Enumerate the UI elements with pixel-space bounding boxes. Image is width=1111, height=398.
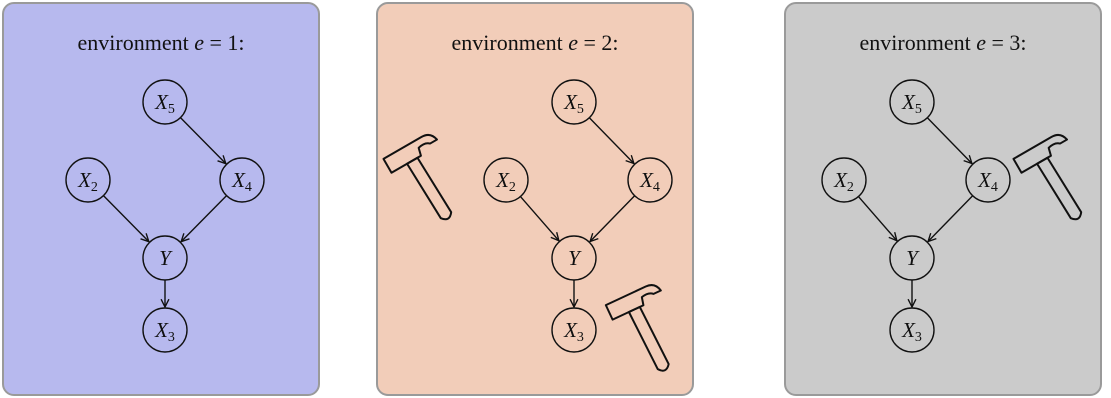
node-label-X2: X2 [496,168,516,195]
node-X2 [821,157,867,203]
node-label-X3: X3 [155,318,175,345]
node-label-X2: X2 [78,168,98,195]
node-label-Y: Y [906,246,918,270]
panel-title: environment e = 3: [859,30,1027,55]
edge-X4-Y [590,195,636,242]
node-label-X4: X4 [640,168,660,195]
node-label-Y: Y [159,246,171,270]
node-label-Y: Y [568,246,580,270]
edge-X2-Y [519,196,558,241]
edge-X2-Y [102,195,148,242]
panel-title: environment e = 1: [77,30,245,55]
edge-X5-X4 [588,117,634,164]
node-label-X2: X2 [834,168,854,195]
node-X5 [889,79,935,125]
hammer-icon [1012,133,1083,221]
causal-graph [821,79,1083,353]
node-X5 [142,79,188,125]
node-X4 [627,157,673,203]
node-X2 [65,157,111,203]
causal-graph [382,79,673,372]
hammer-icon [604,284,670,372]
node-label-X4: X4 [978,168,998,195]
node-label-X3: X3 [564,318,584,345]
hammer-icon [382,133,453,221]
node-Y [142,235,188,281]
node-X3 [142,307,188,353]
edge-X5-X4 [926,117,972,164]
node-Y [889,235,935,281]
node-label-X5: X5 [155,90,175,117]
node-X3 [889,307,935,353]
node-label-X3: X3 [902,318,922,345]
node-X2 [483,157,529,203]
edge-X5-X4 [179,117,225,164]
causal-graph [65,79,265,353]
node-X4 [965,157,1011,203]
edge-X2-Y [857,196,896,241]
node-label-X4: X4 [232,168,252,195]
node-X5 [551,79,597,125]
node-label-X5: X5 [902,90,922,117]
node-X4 [219,157,265,203]
edge-X4-Y [181,195,228,242]
panel-title: environment e = 2: [451,30,619,55]
node-X3 [551,307,597,353]
node-label-X5: X5 [564,90,584,117]
edge-X4-Y [928,195,974,242]
node-Y [551,235,597,281]
